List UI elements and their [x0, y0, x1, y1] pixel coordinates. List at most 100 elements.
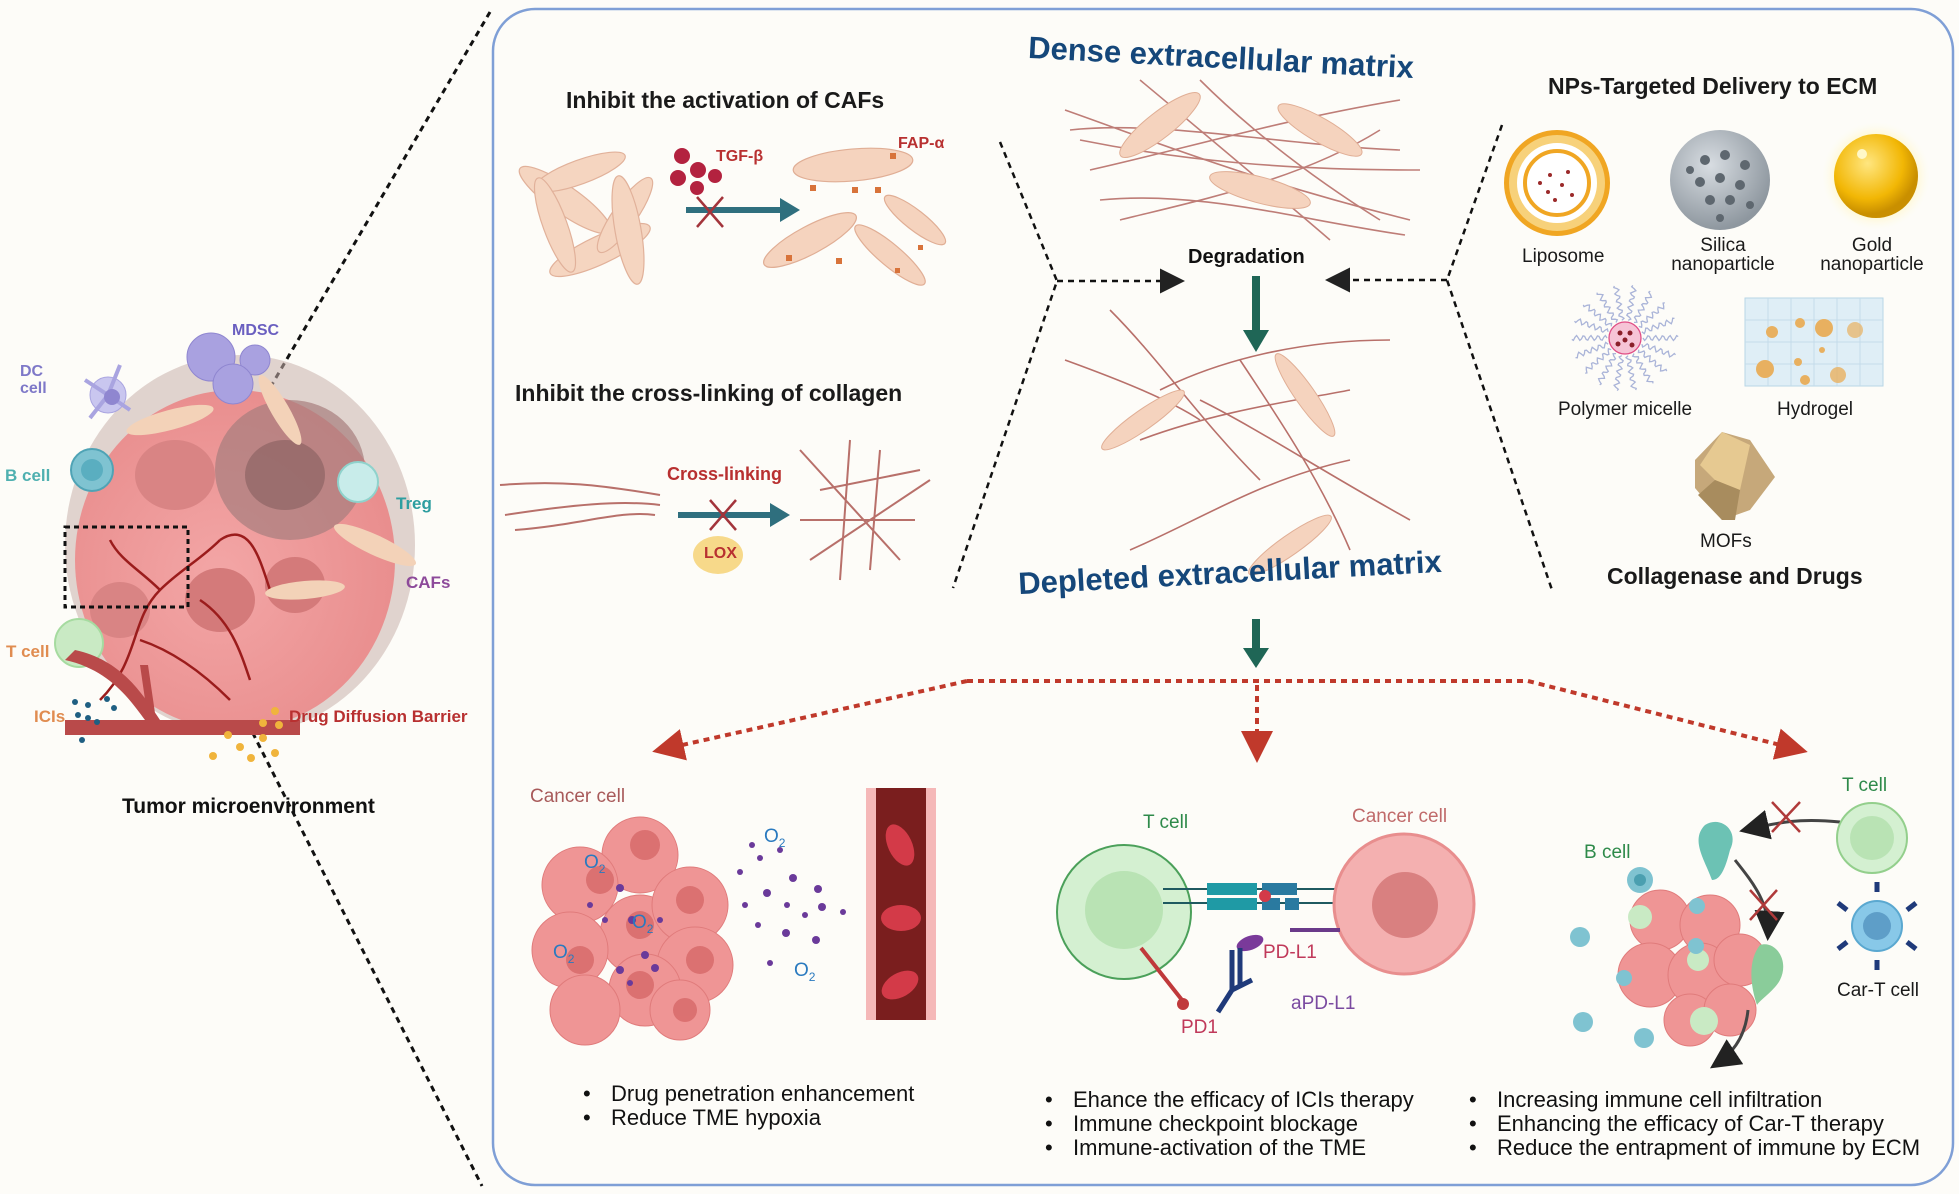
degradation-arrow	[1243, 276, 1269, 352]
label-icis: ICIs	[34, 707, 66, 726]
caf-section-title: Inhibit the activation of CAFs	[566, 87, 885, 113]
tumor-microenvironment-title: Tumor microenvironment	[122, 795, 375, 818]
bullet-item: Enhancing the efficacy of Car-T therapy	[1463, 1112, 1920, 1137]
label-car-t-cell: Car-T cell	[1837, 980, 1919, 1001]
bullet-item: Increasing immune cell infiltration	[1463, 1088, 1920, 1113]
polymer-micelle-icon	[1571, 284, 1679, 392]
car-t-cell-icon	[1836, 882, 1918, 970]
pd1-receptor	[1139, 946, 1189, 1010]
micelle-polymer-chain	[1571, 334, 1608, 342]
label-o2-1: O2	[764, 826, 785, 850]
tumor-illustration	[54, 332, 417, 762]
micelle-polymer-chain	[1596, 292, 1619, 323]
o2-text: O	[632, 912, 647, 933]
label-pd-l1: PD-L1	[1263, 942, 1317, 963]
t-cell-free-icon	[1836, 802, 1908, 874]
np-label-silica-line2: nanoparticle	[1671, 254, 1775, 275]
depleted-ecm-illustration	[1064, 309, 1411, 551]
label-dc-line2: cell	[20, 380, 47, 397]
cancer-cell-icon	[1332, 832, 1476, 976]
np-label-gold-line2: nanoparticle	[1820, 254, 1924, 275]
mofs-icon	[1695, 432, 1775, 520]
np-label-micelle-line1: Polymer micelle	[1557, 399, 1693, 420]
micelle-polymer-chain	[1625, 284, 1637, 321]
micelle-polymer-chain	[1641, 342, 1676, 358]
t-cell-icon	[1056, 844, 1192, 980]
micelle-polymer-chain	[1582, 304, 1613, 327]
lox-enzyme-icon	[693, 536, 743, 574]
label-tgf-beta: TGF-β	[716, 148, 764, 165]
outcome-distribution-arrows	[652, 679, 1808, 763]
label-cross-linking: Cross-linking	[667, 464, 783, 484]
gold-nanoparticle-icon	[1822, 122, 1930, 230]
np-label-gold-line1: Gold	[1851, 235, 1893, 256]
silica-nanoparticle-icon	[1670, 130, 1770, 230]
cancer-cluster-illustration	[531, 816, 734, 1046]
outcome-drug-bullets: Drug penetration enhancement Reduce TME …	[577, 1082, 914, 1131]
np-label-hydrogel-line1: Hydrogel	[1776, 399, 1854, 420]
label-lox: LOX	[704, 545, 737, 562]
label-t-cell-cart: T cell	[1842, 775, 1888, 796]
label-o2-5: O2	[794, 960, 815, 984]
bullet-item: Immune checkpoint blockage	[1039, 1112, 1414, 1137]
label-treg: Treg	[396, 494, 432, 513]
label-o2-3: O2	[632, 912, 653, 936]
bullet-item: Drug penetration enhancement	[577, 1082, 914, 1107]
label-cafs: CAFs	[406, 573, 451, 592]
micelle-polymer-chain	[1637, 349, 1668, 372]
o2-sub: 2	[778, 835, 786, 850]
o2-sub: 2	[808, 969, 816, 984]
depleted-down-arrow	[1243, 619, 1269, 668]
np-label-micelle: Polymer micelle	[1552, 400, 1698, 419]
micelle-polymer-chain	[1612, 285, 1626, 321]
label-cancer-cell-1: Cancer cell	[530, 786, 626, 807]
checkpoint-receptors	[1163, 883, 1342, 910]
micelle-polymer-chain	[1624, 355, 1638, 391]
blood-vessel-icon	[866, 788, 936, 1020]
bullet-item: Reduce the entrapment of immune by ECM	[1463, 1136, 1920, 1161]
drug-particles	[587, 842, 846, 986]
hexagon-dashed-lines	[951, 124, 1554, 591]
label-t-cell-ici: T cell	[1143, 812, 1189, 833]
micelle-polymer-chain	[1641, 317, 1675, 335]
label-apd-l1: aPD-L1	[1291, 993, 1356, 1014]
micelle-polymer-chain	[1597, 352, 1617, 386]
hydrogel-icon	[1744, 297, 1884, 387]
micelle-polymer-chain	[1631, 353, 1654, 384]
micelle-polymer-chain	[1638, 302, 1665, 329]
degradation-label: Degradation	[1188, 246, 1305, 268]
o2-text: O	[764, 826, 779, 847]
o2-text: O	[794, 960, 809, 981]
migrating-cells	[1698, 801, 1841, 1069]
o2-text: O	[553, 942, 568, 963]
label-o2-2: O2	[584, 852, 605, 876]
bullet-item: Immune-activation of the TME	[1039, 1136, 1414, 1161]
label-dc-line1: DC	[20, 363, 44, 380]
outcome-ici-bullets: Ehance the efficacy of ICIs therapy Immu…	[1039, 1088, 1414, 1161]
np-label-silica: Silica nanoparticle	[1668, 236, 1778, 274]
liposome-icon	[1504, 130, 1610, 236]
main-panel-border	[491, 7, 1955, 1187]
collagen-illustration	[499, 439, 931, 581]
micelle-polymer-chain	[1585, 347, 1612, 374]
np-label-mofs: MOFs	[1700, 532, 1752, 551]
micelle-polymer-chain	[1575, 341, 1609, 359]
label-cancer-cell-ici: Cancer cell	[1352, 806, 1448, 827]
label-dc-cell: DC cell	[20, 363, 47, 397]
o2-sub: 2	[567, 951, 575, 966]
np-section-footer: Collagenase and Drugs	[1607, 563, 1863, 589]
pd-l1-ligand	[1236, 928, 1340, 952]
micelle-polymer-chain	[1574, 318, 1609, 334]
micelle-polymer-chain	[1642, 334, 1679, 342]
np-label-liposome: Liposome	[1522, 247, 1604, 266]
outcome-cart-bullets: Increasing immune cell infiltration Enha…	[1463, 1088, 1920, 1161]
micelle-polymer-chain	[1613, 355, 1625, 392]
label-t-cell: T cell	[6, 642, 50, 661]
label-mdsc: MDSC	[232, 322, 280, 339]
np-label-gold: Gold nanoparticle	[1817, 236, 1927, 274]
micelle-polymer-chain	[1633, 290, 1653, 324]
label-b-cell: B cell	[5, 466, 51, 485]
immune-cluster-illustration	[1570, 867, 1767, 1048]
o2-sub: 2	[598, 861, 606, 876]
